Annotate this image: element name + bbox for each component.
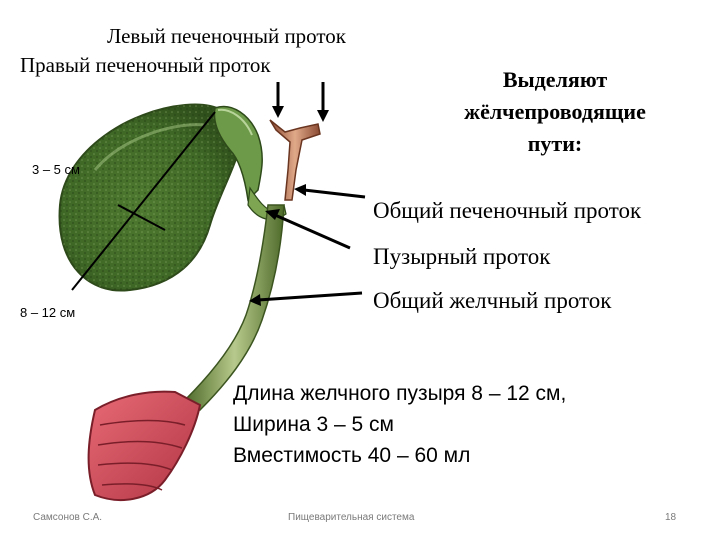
- footer-page-number: 18: [665, 512, 676, 523]
- footer-topic: Пищеварительная система: [288, 512, 414, 523]
- cystic-duct-label: Пузырный проток: [373, 244, 550, 270]
- duodenum: [89, 392, 200, 500]
- info-width: Ширина 3 – 5 см: [233, 409, 566, 440]
- hepatic-ducts: [270, 120, 320, 200]
- width-dimension-label: 3 – 5 см: [32, 162, 80, 177]
- heading-line-2: жёлчепроводящие: [405, 96, 705, 128]
- arrow-left-hepatic: [317, 82, 329, 122]
- heading-line-3: пути:: [405, 128, 705, 160]
- arrow-right-hepatic: [272, 82, 284, 118]
- gallbladder: [60, 104, 241, 290]
- common-hepatic-duct-label: Общий печеночный проток: [373, 198, 641, 224]
- footer-author: Самсонов С.А.: [33, 512, 102, 523]
- arrow-common-hepatic: [294, 184, 365, 197]
- left-hepatic-duct-label: Левый печеночный проток: [107, 24, 346, 49]
- length-dimension-label: 8 – 12 см: [20, 305, 75, 320]
- common-bile-duct-label: Общий желчный проток: [373, 288, 611, 314]
- info-length: Длина желчного пузыря 8 – 12 см,: [233, 378, 566, 409]
- right-hepatic-duct-label: Правый печеночный проток: [20, 53, 271, 78]
- heading-line-1: Выделяют: [405, 64, 705, 96]
- heading: Выделяют жёлчепроводящие пути:: [405, 64, 705, 160]
- info-capacity: Вместимость 40 – 60 мл: [233, 440, 566, 471]
- info-block: Длина желчного пузыря 8 – 12 см, Ширина …: [233, 378, 566, 471]
